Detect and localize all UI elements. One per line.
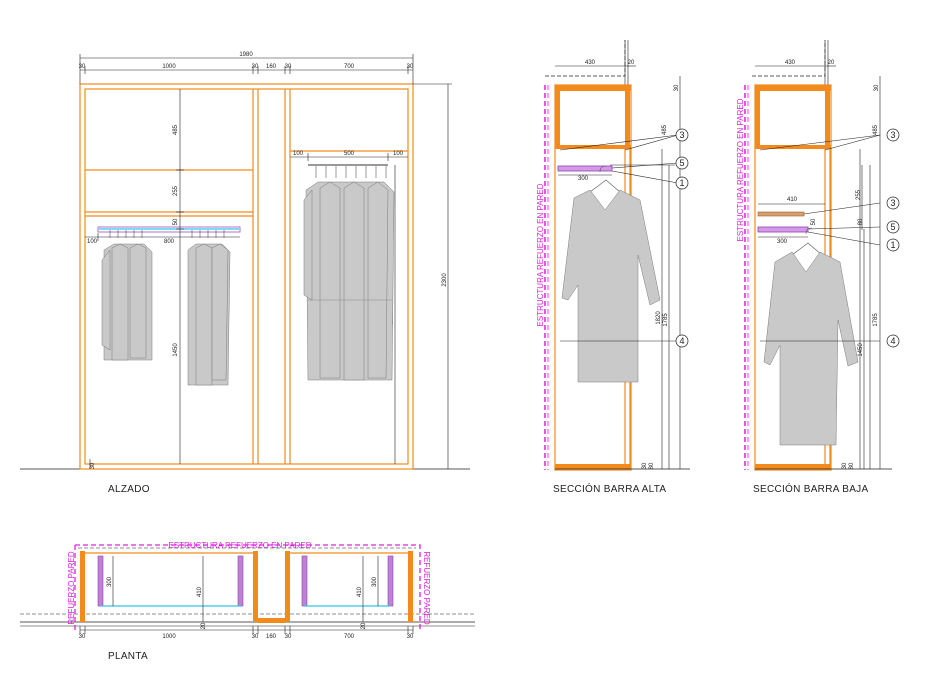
dim-part: 160	[266, 634, 277, 640]
planta-plan: ESTRUCTURA REFUERZO EN PARED REFUERZO PA…	[20, 541, 475, 662]
garment-section-alta	[561, 165, 661, 383]
dim-interior-depth: 410	[197, 586, 203, 597]
dim-rod-length: 800	[164, 239, 175, 245]
dim-part: 1000	[162, 64, 176, 70]
callout-number: 5	[679, 158, 684, 168]
clothes-left-1	[101, 230, 153, 361]
dim-gap: 20	[628, 60, 635, 66]
dim-gap: 20	[201, 622, 207, 629]
seccion-barra-baja: ESTRUCTURA REFUERZO EN PARED 430 20 410 …	[736, 40, 900, 495]
dim-part: 30	[407, 634, 414, 640]
callout-number: 3	[890, 130, 895, 140]
dim-vertical: 255	[173, 185, 179, 196]
dim-gap: 20	[361, 622, 367, 629]
dim-base: 30	[642, 462, 648, 469]
dim-base: 30	[90, 462, 96, 469]
dim-rod-depth: 300	[777, 239, 788, 245]
dim-rod-depth: 300	[578, 176, 589, 182]
dim-part: 1000	[162, 634, 176, 640]
wall-structure-label: ESTRUCTURA REFUERZO EN PARED	[736, 98, 745, 241]
dim-rod-height: 1820	[656, 311, 662, 325]
callout-number: 3	[679, 130, 684, 140]
callout-number: 4	[679, 336, 684, 346]
seccion-barra-alta: ESTRUCTURA REFUERZO EN PARED 430 20 300 …	[536, 40, 690, 495]
wall-reinforce-label: REFUERZO PARED	[67, 551, 76, 624]
dim-rod-offset: 100	[293, 151, 304, 157]
dim-vertical: 1450	[173, 343, 179, 357]
dim-top-box: 485	[662, 124, 668, 135]
dim-rod-offset: 100	[393, 151, 404, 157]
wall-structure-label: ESTRUCTURA REFUERZO EN PARED	[536, 183, 545, 326]
dim-rod-length: 500	[344, 151, 355, 157]
dim-top: 30	[674, 84, 680, 91]
alzado-elevation: 1980 30 1000 30 160 30 700 30 485 255 50…	[20, 52, 470, 495]
dim-depth: 430	[585, 60, 596, 66]
dim-part: 30	[252, 634, 259, 640]
dim-height: 1785	[873, 313, 879, 327]
dim-total-width: 1980	[239, 52, 253, 58]
dim-part: 30	[407, 64, 414, 70]
wall-reinforce-label: REFUERZO PARED	[422, 551, 431, 624]
dim-gap: 20	[828, 60, 835, 66]
clothes-left-2	[187, 230, 231, 386]
dim-gap: 50	[811, 218, 817, 225]
dim-top-box: 485	[873, 124, 879, 135]
dim-rod-depth: 300	[107, 576, 113, 587]
dim-part: 30	[285, 64, 292, 70]
wall-structure-label: ESTRUCTURA REFUERZO EN PARED	[169, 541, 312, 550]
dim-top: 30	[874, 84, 880, 91]
dim-interior-depth: 410	[357, 586, 363, 597]
dim-depth: 430	[785, 60, 796, 66]
dim-shelf-depth: 410	[787, 197, 798, 203]
dim-vertical: 485	[173, 124, 179, 135]
garment-section-baja	[763, 227, 859, 446]
dim-part: 30	[285, 634, 292, 640]
dim-part: 30	[79, 64, 86, 70]
dim-gap2: 80	[858, 218, 864, 225]
dim-vertical: 50	[173, 218, 179, 225]
dim-part: 30	[252, 64, 259, 70]
dim-part: 700	[344, 64, 355, 70]
callout-number: 1	[679, 178, 684, 188]
callout-number: 3	[890, 198, 895, 208]
dim-height: 1785	[663, 313, 669, 327]
dim-base2: 80	[849, 462, 855, 469]
dim-part: 160	[266, 64, 277, 70]
dim-base: 30	[842, 462, 848, 469]
dim-shelf-height: 255	[856, 189, 862, 200]
callout-number: 4	[890, 336, 895, 346]
caption-seccion-baja: SECCIÓN BARRA BAJA	[753, 482, 868, 495]
caption-planta: PLANTA	[108, 651, 148, 662]
caption-seccion-alta: SECCIÓN BARRA ALTA	[553, 482, 666, 495]
dim-rod-height: 1450	[858, 343, 864, 357]
callout-number: 5	[890, 222, 895, 232]
dim-rod-depth: 300	[372, 576, 378, 587]
caption-alzado: ALZADO	[108, 484, 150, 495]
dim-total-height: 2300	[442, 273, 448, 287]
callout-number: 1	[890, 240, 895, 250]
dim-part: 30	[79, 634, 86, 640]
dim-base2: 80	[649, 462, 655, 469]
clothes-right	[303, 166, 395, 381]
dim-rod-offset: 100	[87, 239, 98, 245]
dim-part: 700	[344, 634, 355, 640]
